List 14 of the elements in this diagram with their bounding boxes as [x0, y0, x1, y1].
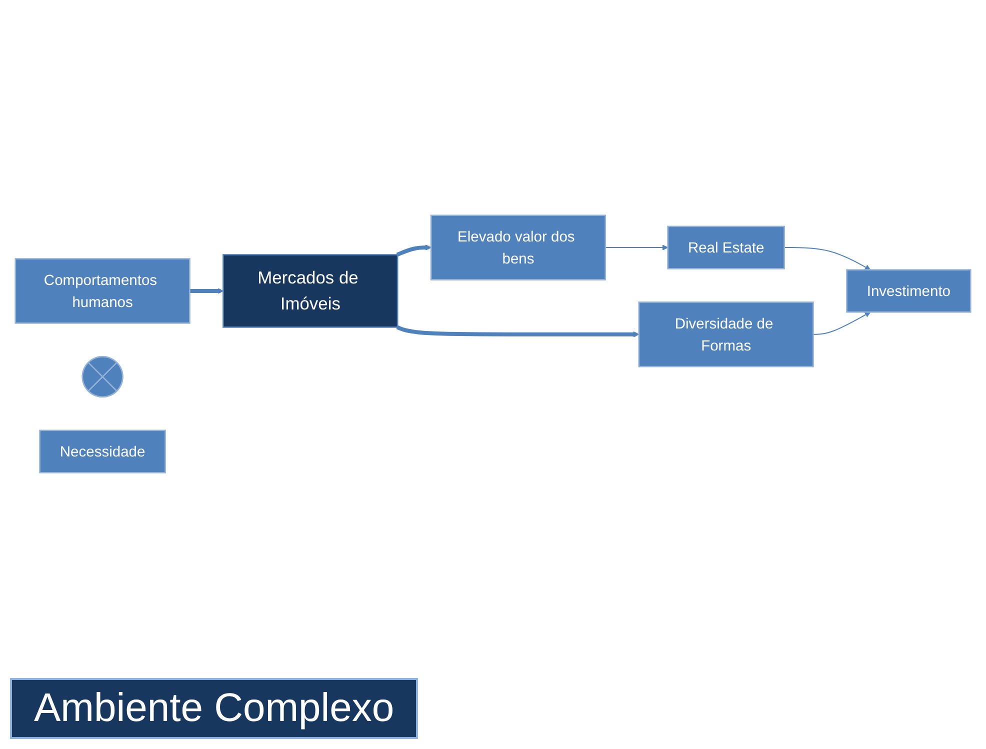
arrow [190, 288, 224, 294]
arrow [784, 247, 871, 270]
node-box: Necessidade [39, 430, 166, 474]
node-box: Mercados de Imóveis [222, 254, 398, 328]
node-box: Elevado valor dos bens [430, 214, 606, 280]
arrow [813, 312, 871, 335]
node-box: Investimento [846, 269, 972, 313]
node-box: Comportamentos humanos [14, 258, 190, 324]
arrow [396, 244, 432, 257]
title-banner: Ambiente Complexo [10, 678, 418, 739]
node-box: Real Estate [667, 226, 785, 270]
node-box: Diversidade de Formas [638, 302, 814, 368]
arrow [605, 244, 668, 250]
arrow [396, 325, 640, 338]
